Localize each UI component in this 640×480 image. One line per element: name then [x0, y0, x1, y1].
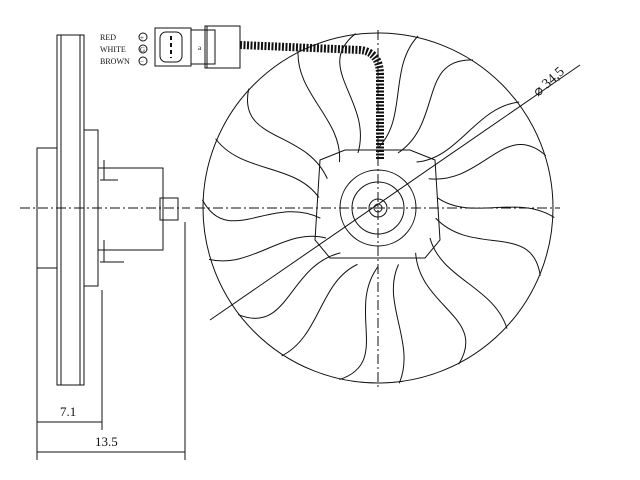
motor-housing [339, 169, 417, 247]
fan-blade [297, 33, 361, 163]
side-view: 7.1 13.5 [20, 34, 190, 460]
fan-blade [201, 199, 327, 262]
fan-blade [415, 237, 508, 365]
fan-blade [435, 197, 555, 276]
wire-symbol-white: G [140, 46, 145, 54]
cable [239, 41, 384, 160]
total-depth-dimension: 13.5 [95, 434, 118, 449]
fan-blade [215, 88, 328, 198]
fan-blade [377, 35, 474, 154]
fan-blade [339, 264, 405, 384]
wire-symbol-brown: − [140, 58, 144, 66]
diameter-line [209, 64, 581, 321]
wire-label-white: WHITE [100, 45, 126, 54]
motor-depth-dimension: 7.1 [60, 404, 76, 419]
fan-blade [416, 101, 547, 180]
plug-mark: a [198, 44, 202, 52]
connector-legend: RED WHITE BROWN + G − a [100, 25, 241, 69]
wire-label-brown: BROWN [100, 57, 130, 66]
wire-label-red: RED [100, 33, 116, 42]
hub-frame [314, 149, 441, 259]
fan-blade [237, 252, 358, 357]
wire-symbol-red: + [140, 34, 144, 42]
diameter-dimension: ⌀ 34,5 [531, 64, 568, 100]
